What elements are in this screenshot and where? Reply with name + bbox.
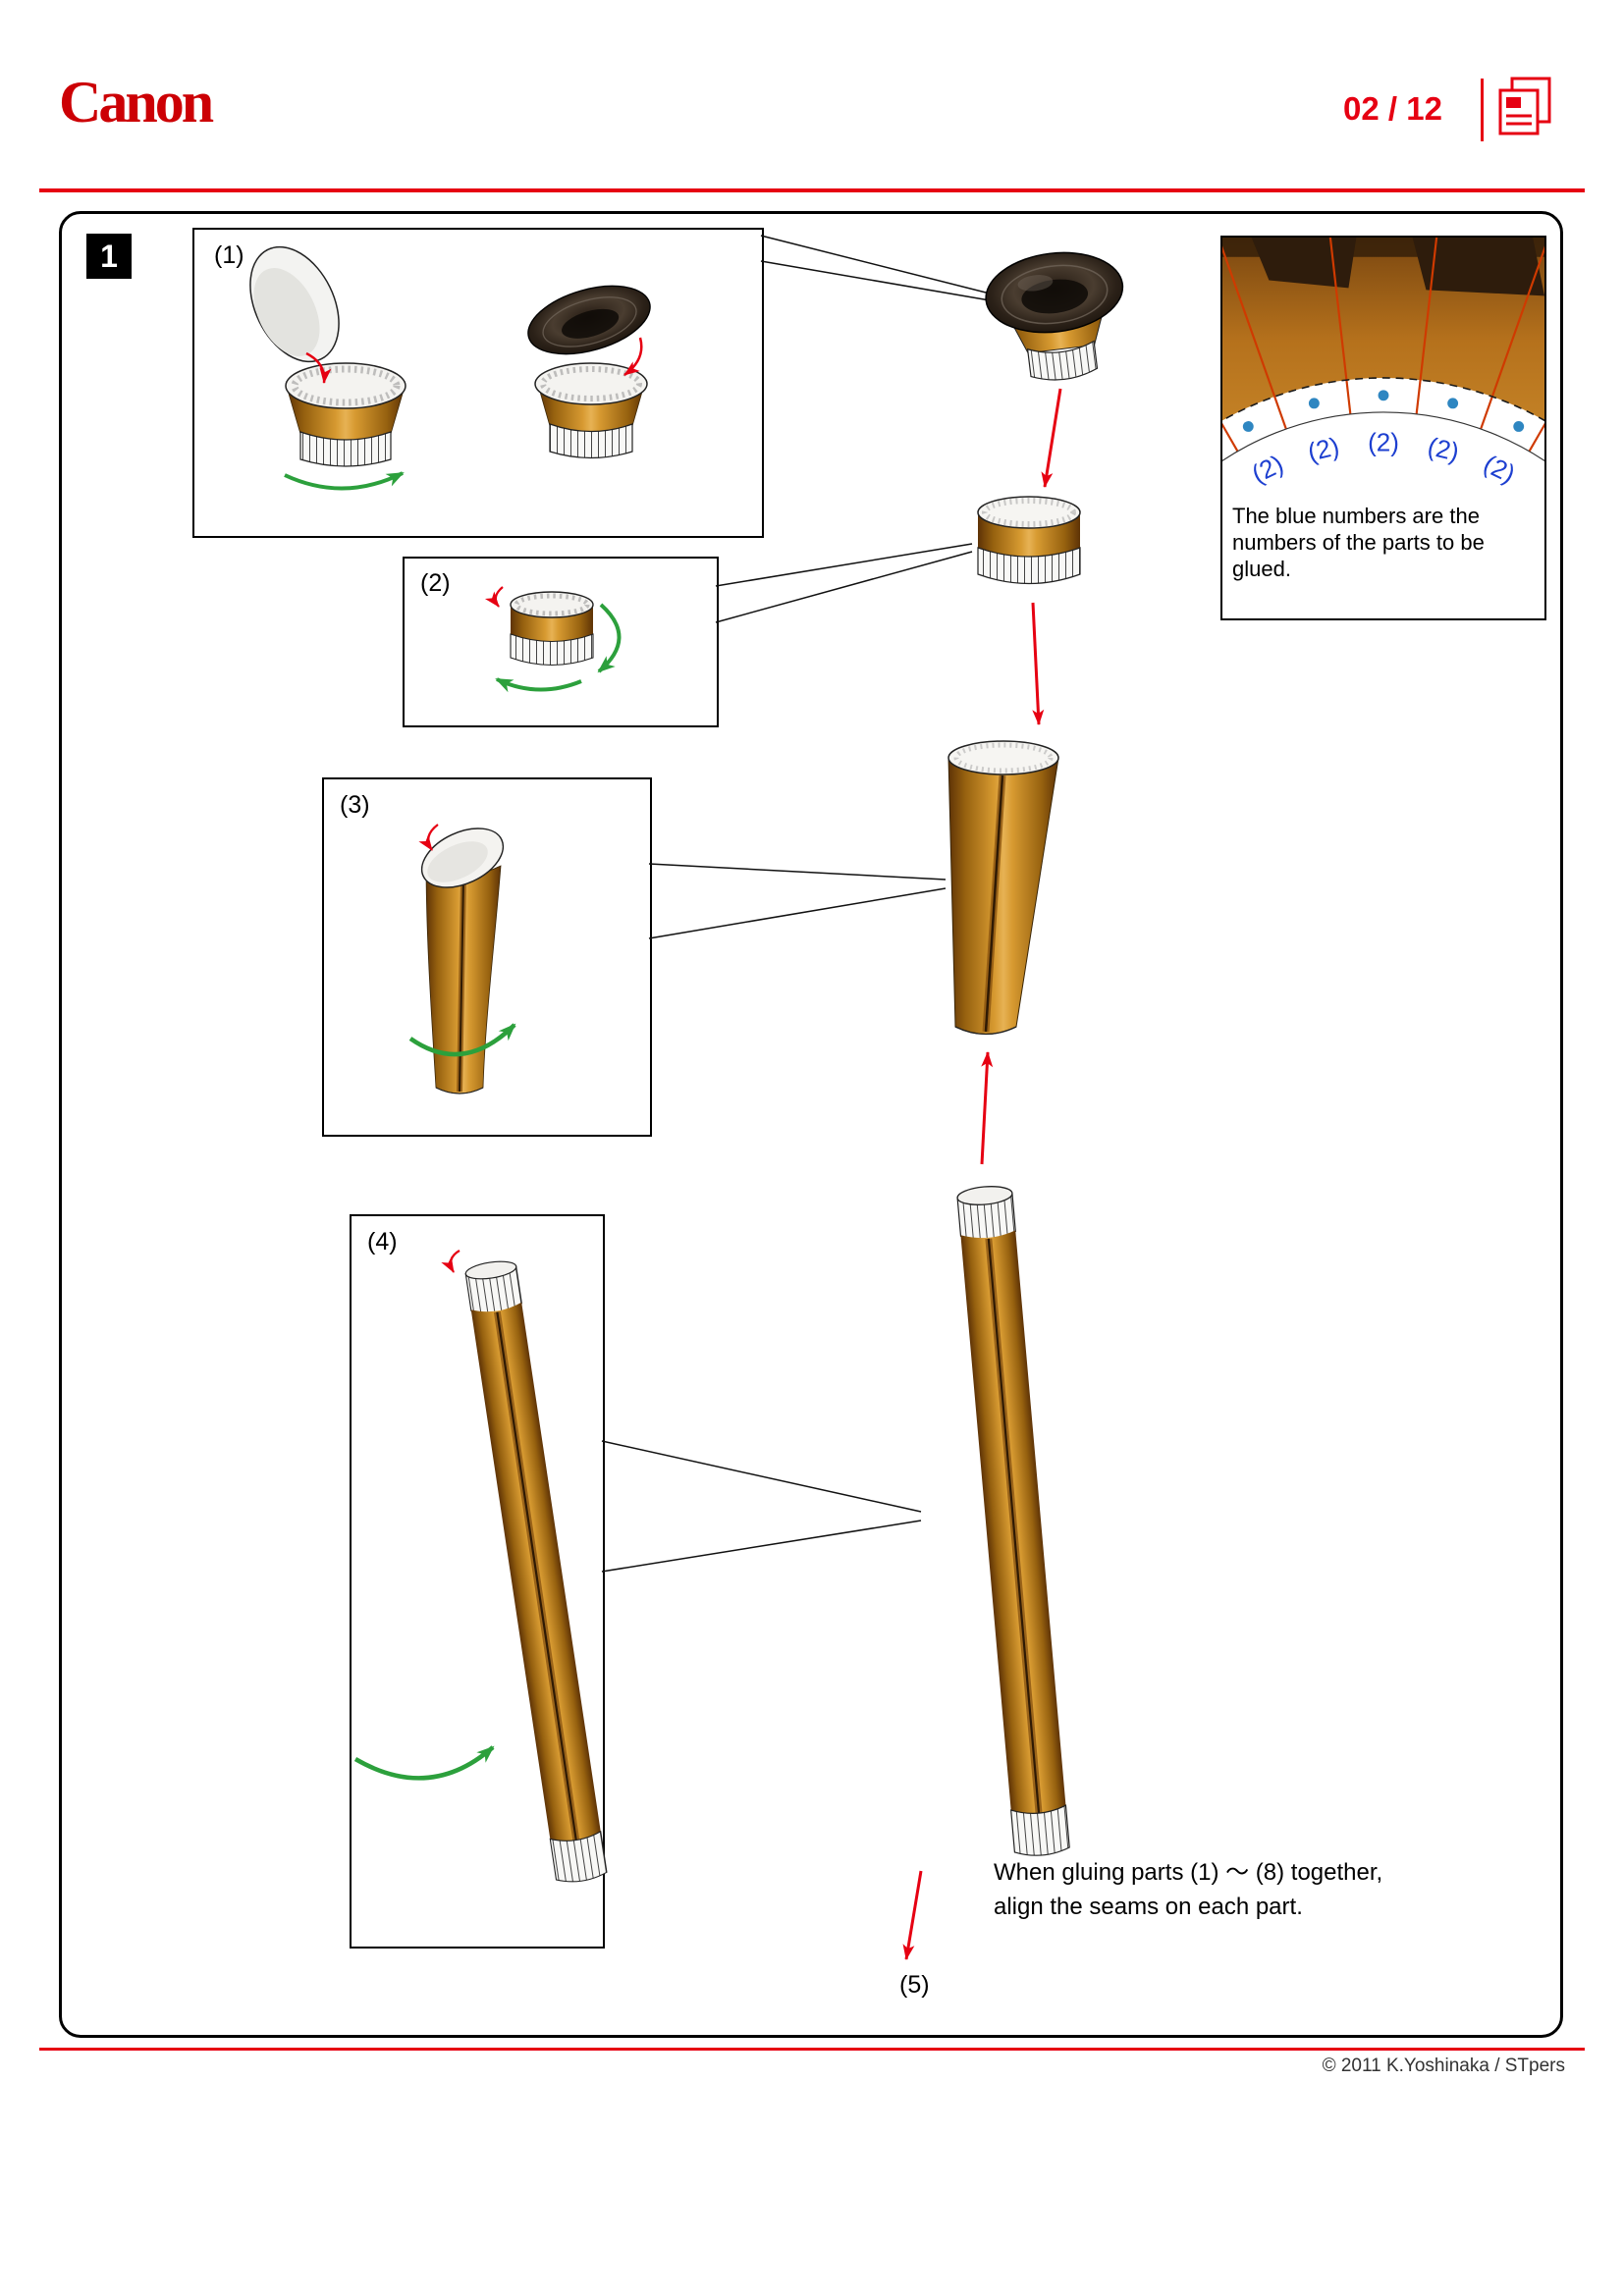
glue-detail-image (1222, 238, 1544, 495)
header-rule (39, 188, 1585, 192)
page-number: 02 / 12 (1343, 90, 1442, 127)
footer-rule (39, 2048, 1585, 2051)
glue-dots (1242, 390, 1525, 432)
glue-detail-inset: The blue numbers are the numbers of the … (1220, 236, 1546, 620)
pages-icon (1496, 77, 1553, 142)
part-box-3 (322, 777, 652, 1137)
gluing-instruction-line2: align the seams on each part. (994, 1894, 1303, 1920)
part-box-2 (403, 557, 719, 727)
part-label-2: (2) (420, 569, 451, 597)
part-label-4: (4) (367, 1228, 398, 1255)
header-divider (1481, 79, 1484, 141)
gluing-instruction-line1: When gluing parts (1) ～ (8) together, (994, 1859, 1383, 1886)
part-box-1 (192, 228, 764, 538)
copyright-text: © 2011 K.Yoshinaka / STpers (1322, 2056, 1565, 2076)
canon-logo: Canon (59, 70, 214, 134)
step-number-badge: 1 (86, 234, 132, 279)
part-label-3: (3) (340, 791, 370, 819)
step-frame (59, 211, 1563, 2038)
glue-number: (2) (1368, 427, 1399, 457)
part-box-4 (350, 1214, 605, 1949)
glue-note: The blue numbers are the numbers of the … (1232, 504, 1485, 581)
glue-number: (2) (1425, 431, 1462, 467)
part-label-1: (1) (214, 241, 244, 269)
gluing-instruction: When gluing parts (1) ～ (8) together, al… (994, 1855, 1382, 1924)
part-label-5: (5) (899, 1971, 930, 1999)
